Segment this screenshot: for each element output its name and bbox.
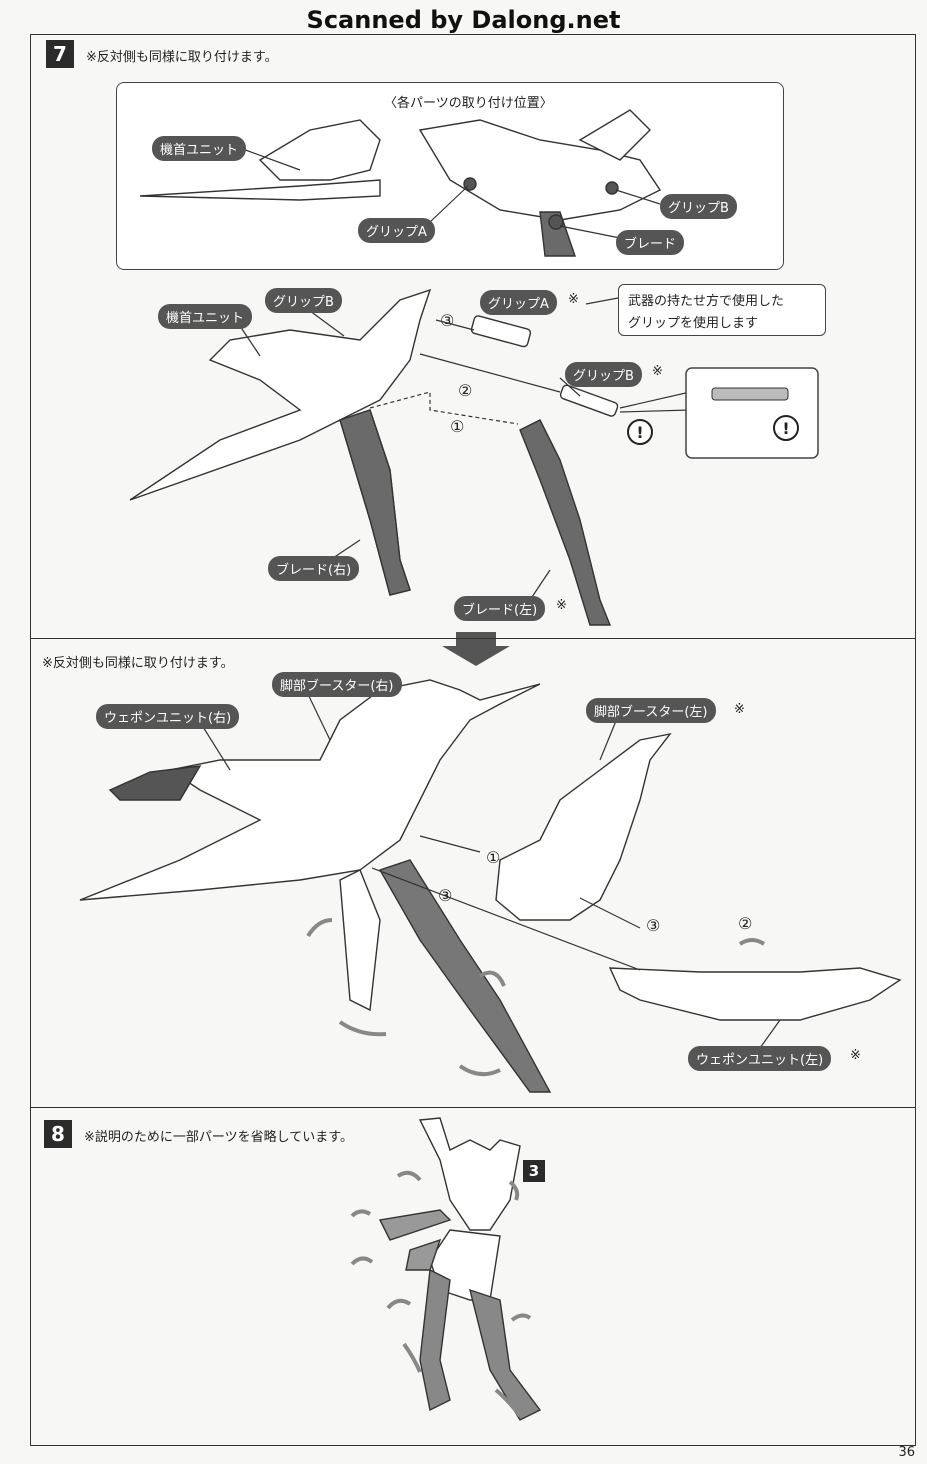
svg-text:!: ! [782, 419, 789, 438]
step-marker-3-lower-a: ③ [438, 886, 453, 905]
reference-number-3: 3 [523, 1160, 545, 1182]
label-grip-a: グリップA [480, 290, 557, 315]
label-leg-booster-left: 脚部ブースター(左) [586, 698, 716, 723]
grip-note-line1: 武器の持たせ方で使用した [628, 294, 785, 309]
marker-blade-left: ※ [556, 598, 567, 613]
inset-label-neck-unit: 機首ユニット [152, 136, 247, 161]
step-8-section [30, 1107, 916, 1446]
marker-leg-booster-left: ※ [734, 702, 745, 717]
step-marker-1-lower: ① [486, 848, 501, 867]
grip-note-line2: グリップを使用します [628, 316, 759, 331]
svg-text:!: ! [636, 423, 643, 442]
label-blade-right: ブレード(右) [268, 556, 360, 581]
label-grip-b-top: グリップB [265, 288, 342, 313]
label-weapon-unit-right: ウェポンユニット(右) [96, 704, 240, 729]
watermark: Scanned by Dalong.net [306, 6, 621, 34]
step-marker-2-lower: ② [738, 914, 753, 933]
label-weapon-unit-left: ウェポンユニット(左) [688, 1046, 832, 1071]
page-number: 36 [898, 1445, 915, 1460]
step-7-note: ※反対側も同様に取り付けます。 [86, 50, 278, 65]
sub-note: ※反対側も同様に取り付けます。 [42, 656, 234, 671]
step-marker-2-upper: ② [458, 381, 473, 400]
inset-label-grip-b: グリップB [660, 194, 737, 219]
label-blade-left: ブレード(左) [454, 596, 546, 621]
inset-label-grip-a: グリップA [358, 218, 435, 243]
step-marker-1-upper: ① [450, 417, 465, 436]
inset-title: 〈各パーツの取り付け位置〉 [384, 96, 553, 111]
marker-weapon-unit-left: ※ [850, 1048, 861, 1063]
step-8-number: 8 [44, 1120, 72, 1148]
label-neck-unit: 機首ユニット [158, 304, 253, 329]
label-leg-booster-right: 脚部ブースター(右) [272, 672, 402, 697]
step-7-number: 7 [46, 40, 74, 68]
label-grip-b-right: グリップB [565, 362, 642, 387]
grip-note-callout [618, 284, 826, 336]
section-divider [30, 638, 916, 639]
marker-grip-b: ※ [652, 364, 663, 379]
marker-grip-a: ※ [568, 292, 579, 307]
inset-label-blade: ブレード [616, 230, 685, 255]
step-8-note: ※説明のために一部パーツを省略しています。 [84, 1130, 353, 1145]
step-marker-3-upper: ③ [440, 311, 455, 330]
step-marker-3-lower-b: ③ [646, 916, 661, 935]
